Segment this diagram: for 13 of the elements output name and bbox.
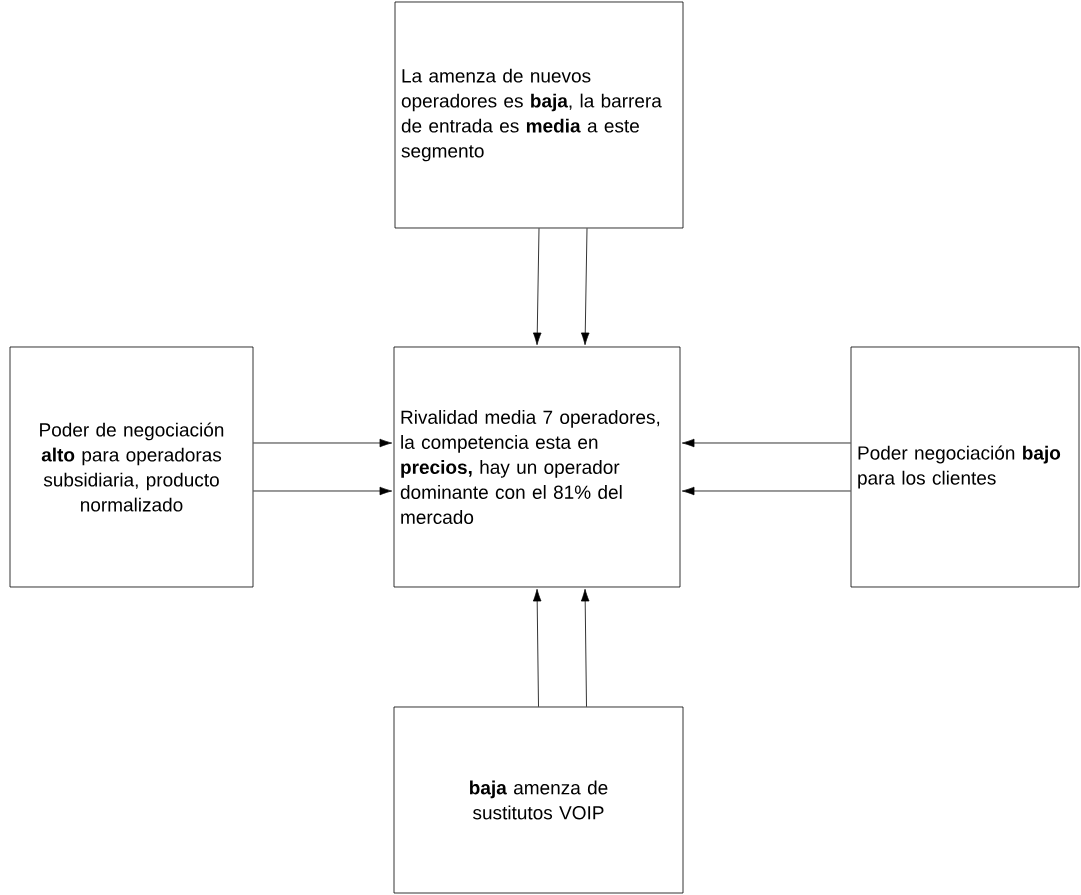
text-box: Rivalidad media 7 operadores, la competencia esta en precios, hay un operador dominante con el 81% del mercado bbox=[393, 346, 681, 588]
arrow bbox=[580, 588, 590, 707]
arrow bbox=[532, 588, 542, 707]
text-box: Poder negociación bajo para los clientes bbox=[850, 346, 1080, 588]
arrow bbox=[681, 486, 851, 496]
text-box: La amenza de nuevos operadores es baja, la barrera de entrada es media a este segmento bbox=[394, 1, 684, 229]
arrow bbox=[253, 438, 393, 448]
text-box: Poder de negociación alto para operadoras subsidiaria, producto normalizado bbox=[9, 346, 254, 588]
arrow bbox=[253, 486, 393, 496]
arrow bbox=[681, 438, 851, 448]
arrow bbox=[581, 228, 590, 346]
text-box: baja amenza de sustitutos VOIP bbox=[393, 706, 684, 894]
arrow bbox=[533, 228, 542, 346]
